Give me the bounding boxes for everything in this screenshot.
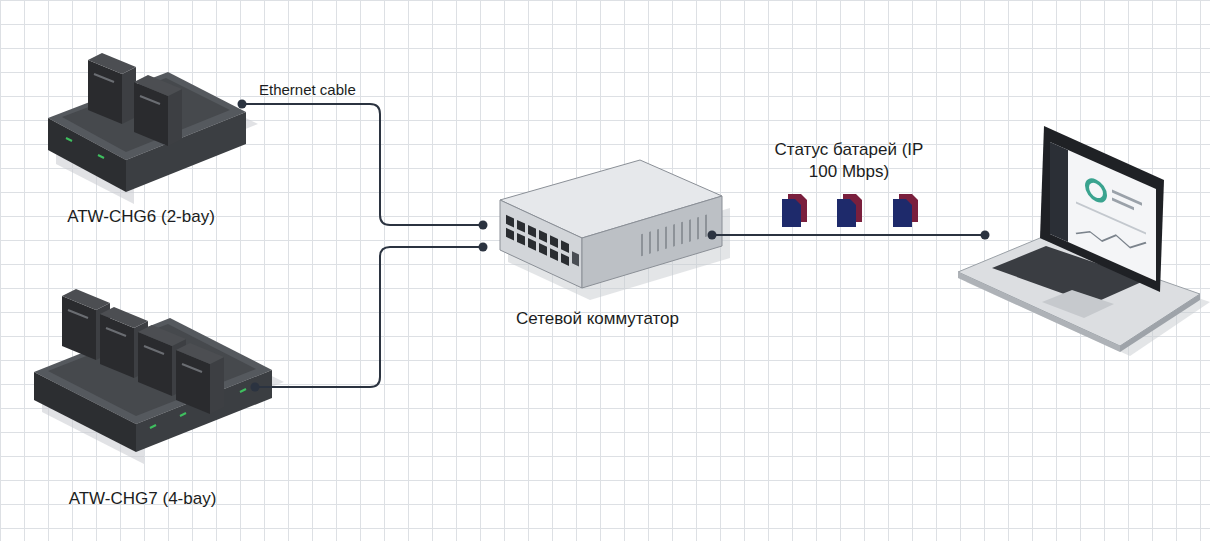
- switch-illustration: [500, 160, 730, 300]
- laptop-illustration: [958, 126, 1210, 356]
- edge-label: Статус батарей (IP 100 Mbps): [773, 139, 925, 183]
- node-label: Сетевой коммутатор: [483, 308, 712, 330]
- connector-dot: [708, 231, 717, 240]
- connector-dot: [479, 221, 488, 230]
- laptop-node: [985, 115, 1205, 350]
- charger-node: ATW-CHG6 (2-bay): [40, 40, 242, 228]
- connector-dot: [238, 100, 247, 109]
- connector-group: [238, 100, 488, 230]
- connector-dot: [981, 231, 990, 240]
- node-label: ATW-CHG6 (2-bay): [40, 206, 242, 228]
- node-label: ATW-CHG7 (4-bay): [30, 488, 255, 510]
- switch-node: Сетевой коммутатор: [483, 155, 712, 330]
- ethernet-connector: [712, 234, 985, 236]
- charger-node: ATW-CHG7 (4-bay): [30, 285, 255, 510]
- charger-2bay-illustration: [48, 53, 258, 204]
- connector-group: [251, 243, 488, 392]
- ethernet-connector: [255, 247, 483, 387]
- ethernet-connector: [242, 104, 483, 225]
- data-packet-icons: [782, 194, 918, 227]
- connector-group: [708, 231, 990, 240]
- connector-dot: [479, 243, 488, 252]
- edge-label: Ethernet cable: [259, 79, 389, 101]
- connector-dot: [251, 383, 260, 392]
- charger-4bay-illustration: [34, 289, 284, 464]
